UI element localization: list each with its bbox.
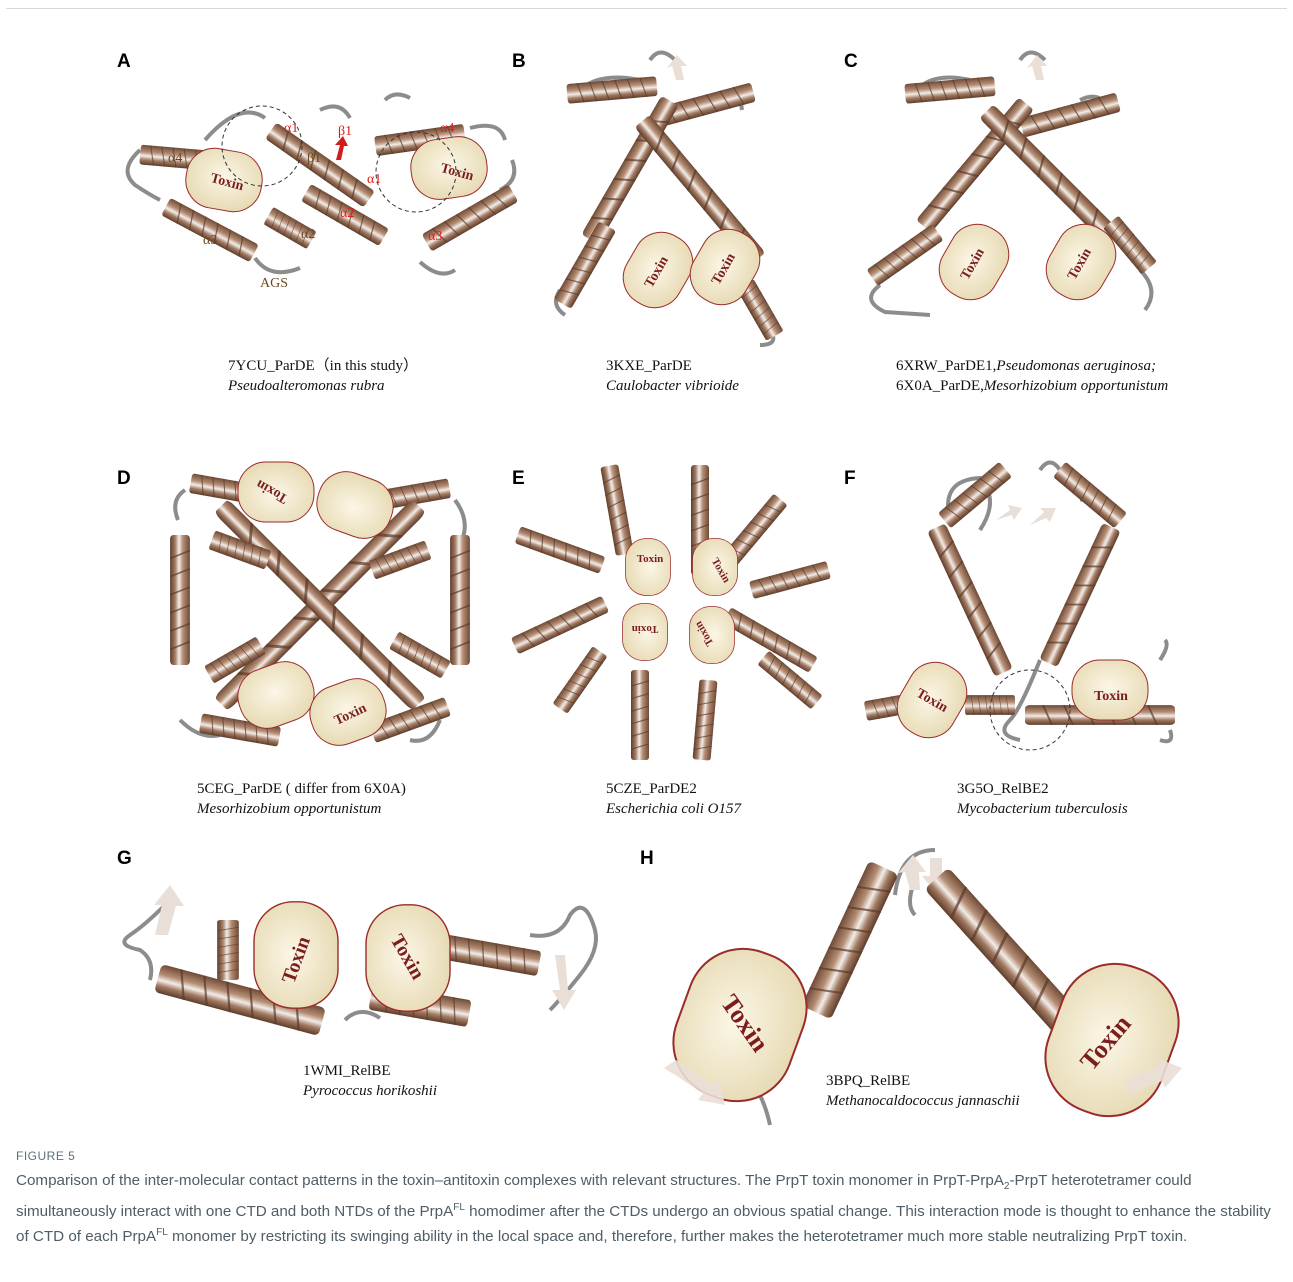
toxin-label: Toxin: [637, 553, 664, 565]
panel-label: C: [844, 51, 858, 72]
panel-caption-organism: 6X0A_ParDE,Mesorhizobium opportunistum: [896, 378, 1168, 394]
panel-caption-organism: Escherichia coli O157: [605, 801, 742, 817]
beta-strand-arrow: [667, 55, 687, 80]
figure-caption: Comparison of the inter-molecular contac…: [16, 1170, 1281, 1247]
panel-label: H: [640, 848, 654, 869]
toxin-label: Toxin: [632, 623, 659, 635]
panel-f: F Toxin Toxin: [844, 462, 1175, 817]
ags-label: AGS: [260, 276, 288, 291]
alpha2-label: α2: [301, 227, 315, 242]
toxin-blob: Toxin: [626, 539, 671, 596]
alpha1-label-red: α1: [367, 172, 381, 187]
panel-caption-title: 7YCU_ParDE（in this study）: [228, 357, 418, 374]
panel-caption-organism: Mycobacterium tuberculosis: [956, 801, 1128, 817]
toxin-blob: Toxin: [1030, 948, 1195, 1132]
alpha3-label: α3: [203, 233, 217, 248]
toxin-blob: Toxin: [929, 214, 1019, 310]
helices: [511, 464, 831, 761]
figure-illustration: A Toxin Toxin: [0, 0, 1293, 1145]
beta-strand-arrows: [996, 505, 1056, 525]
panel-caption-organism: Mesorhizobium opportunistum: [196, 801, 381, 817]
panel-h: H Toxin Toxin 3BPQ_RelBE Methanocaldococ…: [640, 848, 1194, 1132]
panel-c: C Toxin Toxin 6XRW_ParDE1,Pseudomonas ae…: [844, 51, 1168, 394]
panel-caption-title: 3BPQ_RelBE: [826, 1073, 910, 1089]
panel-caption-title: 5CZE_ParDE2: [606, 781, 697, 797]
panel-label: D: [117, 468, 131, 489]
toxin-blob: Toxin: [623, 604, 668, 661]
beta-strand-arrow: [335, 136, 348, 160]
panel-caption-organism: Methanocaldococcus jannaschii: [825, 1093, 1020, 1109]
toxin-blob: Toxin: [887, 652, 977, 748]
panel-e: E Toxin Toxin Toxin Toxin: [511, 464, 831, 817]
toxin-blob: Toxin: [1072, 660, 1148, 720]
alpha3-label-red: α3: [428, 229, 442, 244]
panel-d: D Toxin Toxin: [117, 462, 470, 817]
panel-caption-organism: Pseudoalteromonas rubra: [227, 378, 385, 394]
panel-caption-organism: Pyrococcus horikoshii: [302, 1083, 437, 1099]
toxin-blob: Toxin: [238, 462, 314, 522]
panel-b: B Toxin Toxin 3KXE_ParDE Caulobacter vib…: [512, 51, 784, 394]
panel-label: B: [512, 51, 526, 72]
panel-caption-title: 3G5O_RelBE2: [957, 781, 1049, 797]
beta1-label-mirror: β1: [307, 151, 321, 166]
toxin-blob: Toxin: [690, 607, 735, 664]
alpha4-label: α4: [168, 151, 182, 166]
panel-caption-organism: Caulobacter vibrioide: [606, 378, 739, 394]
toxin-blob: Toxin: [613, 222, 703, 318]
toxin-blob: Toxin: [366, 905, 450, 1011]
panel-label: F: [844, 468, 856, 489]
beta1-label: β1: [338, 124, 352, 139]
helices: [802, 861, 1096, 1053]
panel-caption-title: 5CEG_ParDE ( differ from 6X0A): [197, 781, 406, 797]
panel-caption-title: 3KXE_ParDE: [606, 358, 692, 374]
panel-label: A: [117, 51, 131, 72]
alpha2-label-red: α2: [340, 206, 354, 221]
toxin-blob: Toxin: [693, 539, 738, 596]
panel-caption-title: 6XRW_ParDE1,Pseudomonas aeruginosa;: [896, 358, 1156, 374]
panel-label: E: [512, 468, 525, 489]
toxin-label: Toxin: [1094, 689, 1128, 704]
toxin-blob: Toxin: [658, 933, 823, 1117]
panel-g: G Toxin Toxin 1WMI_RelBE Pyrococcus hori…: [117, 848, 596, 1099]
figure-label: FIGURE 5: [16, 1149, 75, 1163]
alpha1-label: α1: [284, 121, 298, 136]
alpha4-label-red: α4: [440, 121, 454, 136]
toxin-blob: Toxin: [254, 902, 338, 1008]
panel-caption-title: 1WMI_RelBE: [303, 1063, 391, 1079]
panel-a: A Toxin Toxin: [117, 51, 518, 394]
panel-label: G: [117, 848, 132, 869]
